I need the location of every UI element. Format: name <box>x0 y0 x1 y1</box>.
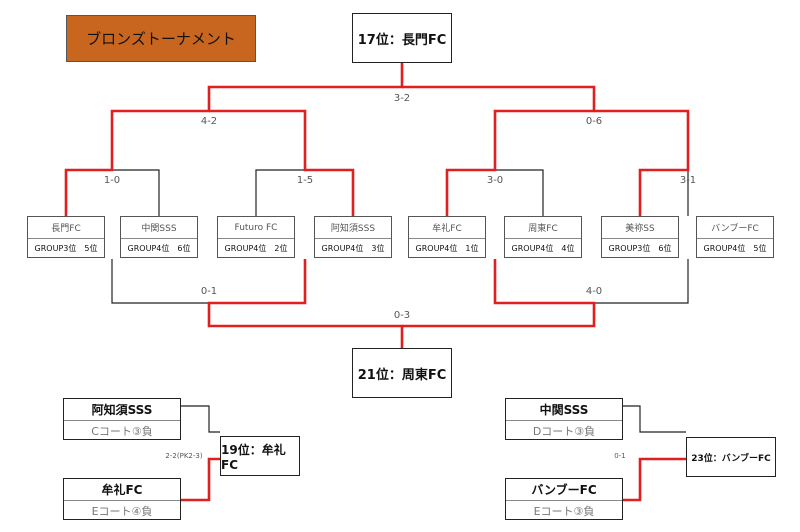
line-r1-1-loser <box>112 169 160 216</box>
team-group: GROUP4位 1位 <box>415 244 479 253</box>
score-lower-left: 0-1 <box>200 286 218 297</box>
line-lower-right-winner <box>402 259 596 328</box>
line-r1-3-loser <box>495 169 544 216</box>
team-box: 長門FC GROUP3位 5位 <box>27 216 105 258</box>
cons-left-result: 19位：牟礼FC <box>220 436 300 476</box>
team-court: Eコート③負 <box>533 504 595 518</box>
team-court: Eコート④負 <box>91 504 153 518</box>
line-winner-top-left <box>64 63 404 216</box>
line-cons-left-loser <box>159 405 220 433</box>
team-court: Cコート③負 <box>91 424 153 438</box>
line-r1-4-winner <box>594 109 690 216</box>
team-name: 阿知須SSS <box>64 399 180 421</box>
team-name: 牟礼FC <box>64 479 180 501</box>
team-name: 美祢SS <box>602 217 678 239</box>
team-name: 阿知須SSS <box>315 217 391 239</box>
team-group: GROUP4位 3位 <box>321 244 385 253</box>
team-box: 美祢SS GROUP3位 6位 <box>601 216 679 258</box>
team-group: GROUP4位 6位 <box>127 244 191 253</box>
team-group: GROUP3位 6位 <box>608 244 672 253</box>
team-box: 中関SSS GROUP4位 6位 <box>120 216 198 258</box>
red-bracket-lines <box>64 63 690 502</box>
line-semi-right <box>402 85 596 216</box>
team-name: 周東FC <box>505 217 581 239</box>
black-bracket-lines <box>111 169 689 433</box>
line-cons-left-winner <box>159 457 220 502</box>
team-box: 阿知須SSS GROUP4位 3位 <box>314 216 392 258</box>
score-cons-left: 2-2(PK2-3) <box>165 452 203 460</box>
score-cons-right: 0-1 <box>614 452 626 460</box>
team-box: 牟礼FC GROUP4位 1位 <box>408 216 486 258</box>
team-box: バンブーFC GROUP4位 5位 <box>696 216 774 258</box>
line-semi-left-winner <box>209 109 355 216</box>
score-lower-final: 0-3 <box>393 310 411 321</box>
final-result-top: 17位：長門FC <box>352 13 452 63</box>
cons-right-team2: バンブーFC Eコート③負 <box>505 478 623 520</box>
team-name: バンブーFC <box>506 479 622 501</box>
score-lower-right: 4-0 <box>585 286 603 297</box>
team-name: 中関SSS <box>121 217 197 239</box>
team-court: Dコート③負 <box>532 424 596 438</box>
score-final-top: 3-2 <box>393 93 411 104</box>
final-result-bottom: 21位：周東FC <box>352 348 452 398</box>
team-name: 牟礼FC <box>409 217 485 239</box>
score-semi-right: 0-6 <box>585 116 603 127</box>
cons-right-team1: 中関SSS Dコート③負 <box>505 398 623 440</box>
team-group: GROUP3位 5位 <box>34 244 98 253</box>
score-r1-2: 1-5 <box>296 175 314 186</box>
tournament-title: ブロンズトーナメント <box>66 15 256 62</box>
team-group: GROUP4位 2位 <box>224 244 288 253</box>
cons-left-team2: 牟礼FC Eコート④負 <box>63 478 181 520</box>
team-box: 周東FC GROUP4位 4位 <box>504 216 582 258</box>
line-lower-left-winner <box>207 259 404 348</box>
team-name: 長門FC <box>28 217 104 239</box>
cons-right-result: 23位：バンブーFC <box>686 437 776 477</box>
team-name: バンブーFC <box>697 217 773 239</box>
cons-left-team1: 阿知須SSS Cコート③負 <box>63 398 181 440</box>
score-r1-1: 1-0 <box>103 175 121 186</box>
score-semi-left: 4-2 <box>200 116 218 127</box>
line-lower-right-loser <box>594 259 689 304</box>
line-lower-left-loser <box>111 259 209 304</box>
line-r1-2-loser <box>255 169 305 216</box>
team-name: Futuro FC <box>218 217 294 239</box>
score-r1-3: 3-0 <box>486 175 504 186</box>
team-box: Futuro FC GROUP4位 2位 <box>217 216 295 258</box>
score-r1-4: 3-1 <box>679 175 697 186</box>
team-group: GROUP4位 4位 <box>511 244 575 253</box>
team-name: 中関SSS <box>506 399 622 421</box>
team-group: GROUP4位 5位 <box>703 244 767 253</box>
